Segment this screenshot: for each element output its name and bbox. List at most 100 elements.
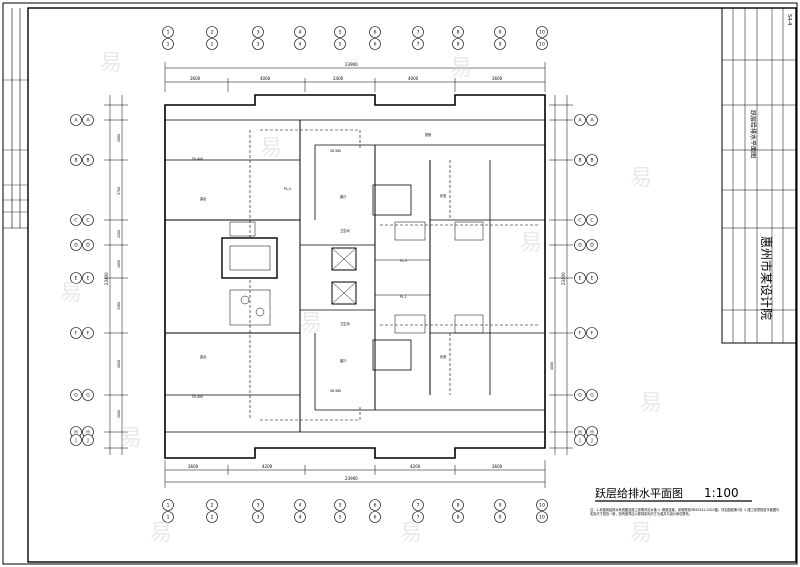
- svg-text:10: 10: [539, 42, 545, 48]
- svg-text:3: 3: [257, 42, 260, 48]
- room-living-top: 客厅: [340, 194, 347, 199]
- svg-text:1: 1: [167, 30, 170, 36]
- svg-text:C: C: [86, 218, 89, 224]
- dim-top-seg-3: 2400: [333, 76, 344, 81]
- dimension-top: [164, 62, 546, 92]
- axis-bubble-bottom-8: 8: [452, 499, 464, 511]
- level-mid-top: 56.580: [330, 149, 341, 153]
- svg-text:F: F: [579, 331, 582, 337]
- axis-bubble-left2-J: J: [82, 434, 94, 446]
- dim-left-seg-5: 3300: [117, 302, 121, 310]
- svg-text:E: E: [591, 276, 594, 282]
- svg-text:B: B: [590, 158, 593, 164]
- svg-text:7: 7: [417, 42, 420, 48]
- drawing-title-group: 跃层给排水平面图 1:100: [595, 486, 752, 502]
- watermark-glyph: 易: [640, 391, 662, 416]
- drawing-scale: 1:100: [704, 486, 739, 500]
- svg-text:6: 6: [374, 515, 377, 521]
- svg-text:E: E: [87, 276, 90, 282]
- axis-bubble-right-E: E: [574, 272, 586, 284]
- svg-text:5: 5: [339, 30, 342, 36]
- svg-text:E: E: [579, 276, 582, 282]
- watermark-glyph: 易: [630, 166, 652, 191]
- svg-text:9: 9: [499, 503, 502, 509]
- svg-text:C: C: [578, 218, 581, 224]
- svg-text:H: H: [86, 430, 89, 436]
- level-mid-bottom: 56.580: [330, 389, 341, 393]
- axis-bubble-bottom2-3: 3: [252, 511, 264, 523]
- svg-text:F: F: [591, 331, 594, 337]
- axis-bubble-top-1: 1: [162, 26, 174, 38]
- dim-top-seg-5: 3600: [492, 76, 503, 81]
- axis-bubble-bottom2-9: 9: [494, 511, 506, 523]
- svg-text:G: G: [578, 393, 582, 399]
- svg-text:2: 2: [211, 42, 214, 48]
- svg-text:5: 5: [339, 515, 342, 521]
- svg-text:J: J: [578, 438, 580, 444]
- watermark-glyph: 易: [450, 56, 472, 81]
- dimension-right: [549, 95, 573, 455]
- room-toilet-1: 卫生间: [340, 228, 350, 233]
- svg-text:H: H: [74, 430, 77, 436]
- axis-bubble-bottom2-7: 7: [412, 511, 424, 523]
- svg-text:6: 6: [374, 503, 377, 509]
- dim-bottom-total: 23900: [345, 476, 358, 481]
- axis-bubble-top-5: 5: [334, 26, 346, 38]
- watermark-glyph: 易: [60, 281, 82, 306]
- axis-bubble-top2-10: 10: [536, 38, 548, 50]
- svg-text:3: 3: [257, 515, 260, 521]
- axis-bubble-bottom2-8: 8: [452, 511, 464, 523]
- svg-text:E: E: [75, 276, 78, 282]
- svg-text:6: 6: [374, 30, 377, 36]
- watermark-glyph: 易: [520, 231, 542, 256]
- room-toilet-2: 卫生间: [340, 321, 350, 326]
- axis-bubble-left-J: J: [70, 434, 82, 446]
- svg-text:7: 7: [417, 503, 420, 509]
- axis-bubble-left-G: G: [70, 389, 82, 401]
- drawing-title: 跃层给排水平面图: [595, 486, 683, 500]
- axis-bubble-left2-E: E: [82, 272, 94, 284]
- dim-bottom-seg-2: 4200: [262, 464, 273, 469]
- axis-bubble-bottom-9: 9: [494, 499, 506, 511]
- axis-bubble-top2-8: 8: [452, 38, 464, 50]
- room-kitchen: 厨房: [425, 132, 431, 137]
- svg-text:B: B: [74, 158, 77, 164]
- dim-left-total: 23400: [104, 272, 109, 285]
- axis-bubble-left-D: D: [70, 239, 82, 251]
- elevator-1: [331, 247, 357, 271]
- svg-text:9: 9: [499, 515, 502, 521]
- axis-bubble-left-A: A: [70, 114, 82, 126]
- svg-text:7: 7: [417, 30, 420, 36]
- axis-bubble-left-F: F: [70, 327, 82, 339]
- svg-text:4: 4: [299, 30, 302, 36]
- svg-text:10: 10: [539, 30, 545, 36]
- svg-text:D: D: [86, 243, 90, 249]
- axis-bubble-right-B: B: [574, 154, 586, 166]
- axis-bubble-right2-C: C: [586, 214, 598, 226]
- pipe-pl4: PL-4: [284, 187, 291, 191]
- axis-bubble-bottom-1: 1: [162, 499, 174, 511]
- svg-text:G: G: [74, 393, 78, 399]
- axis-bubble-bottom2-4: 4: [294, 511, 306, 523]
- svg-text:8: 8: [457, 503, 460, 509]
- axis-bubble-left2-F: F: [82, 327, 94, 339]
- dim-left-seg-4: 1800: [117, 260, 121, 268]
- svg-text:10: 10: [539, 503, 545, 509]
- svg-text:H: H: [590, 430, 593, 436]
- watermark-glyph: 易: [120, 426, 142, 451]
- stair-well: [221, 237, 278, 279]
- svg-text:C: C: [590, 218, 593, 224]
- watermark-layer: 易易易易易易易易易易易易: [60, 51, 662, 546]
- dim-bottom-seg-1: 3600: [188, 464, 199, 469]
- svg-text:A: A: [74, 118, 78, 124]
- svg-text:5: 5: [339, 503, 342, 509]
- svg-text:F: F: [75, 331, 78, 337]
- room-bedroom-bottom: 卧室: [440, 354, 446, 359]
- dimension-left: [104, 95, 128, 455]
- svg-text:3: 3: [257, 30, 260, 36]
- axis-bubble-left2-D: D: [82, 239, 94, 251]
- svg-text:G: G: [590, 393, 594, 399]
- svg-text:4: 4: [299, 42, 302, 48]
- dim-bottom-seg-3: 4200: [410, 464, 421, 469]
